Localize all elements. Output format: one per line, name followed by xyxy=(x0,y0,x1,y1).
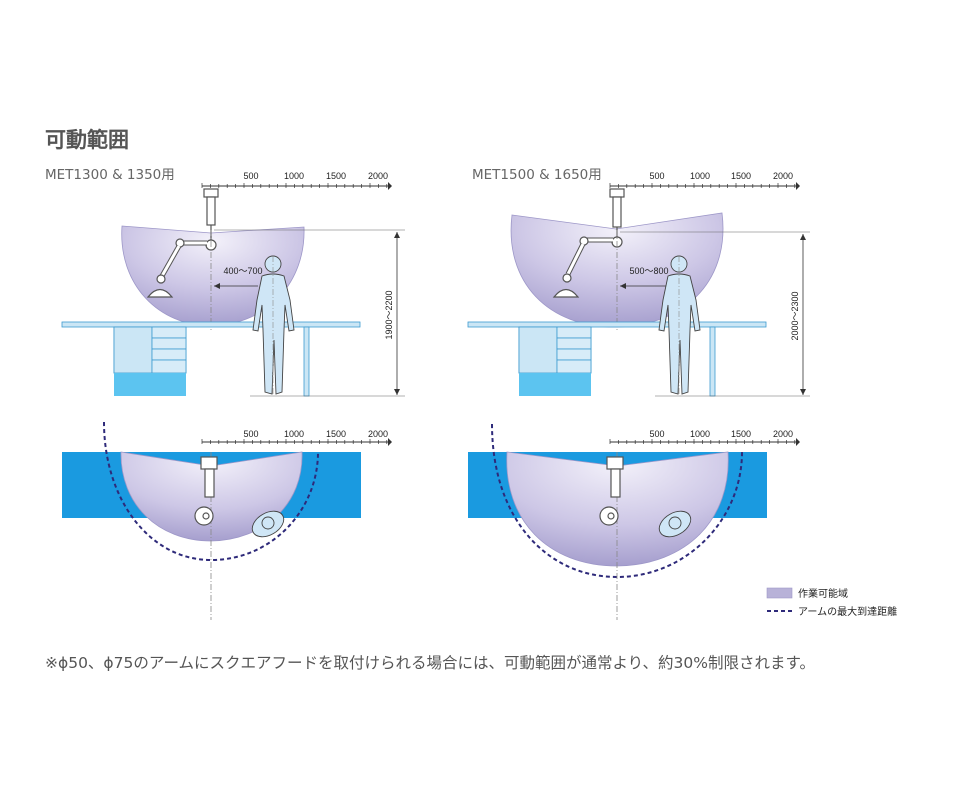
scale-tick-label: 1000 xyxy=(284,429,304,439)
panel-1-plan-view: 500 1000 1500 2000 xyxy=(62,421,392,620)
panel-2-plan-scale-bar: 500 1000 1500 2000 xyxy=(610,429,800,446)
scale-tick-label: 1000 xyxy=(284,171,304,181)
scale-tick-label: 2000 xyxy=(368,429,388,439)
scale-tick-label: 1500 xyxy=(731,171,751,181)
panel-2-arm xyxy=(552,188,625,298)
scale-tick-label: 500 xyxy=(649,429,664,439)
scale-tick-label: 1000 xyxy=(690,171,710,181)
page-title: 可動範囲 xyxy=(45,128,129,152)
scale-tick-label: 2000 xyxy=(773,171,793,181)
panel-1-height-dimension: 1900～2200 xyxy=(214,229,405,397)
panel-1-plan-arm xyxy=(194,456,218,526)
panel-1-model-label: MET1300 & 1350用 xyxy=(45,167,175,183)
legend-work-area-swatch xyxy=(766,587,793,599)
panel-2-desk xyxy=(467,321,767,397)
scale-tick-label: 500 xyxy=(243,171,258,181)
panel-1-reach-dimension: 400～700 xyxy=(214,266,263,289)
panel-1-plan-human xyxy=(251,510,285,538)
footnote: ※ϕ50、ϕ75のアームにスクエアフードを取付けられる場合には、可動範囲が通常よ… xyxy=(45,654,815,672)
scale-tick-label: 1000 xyxy=(690,429,710,439)
height-label: 1900～2200 xyxy=(384,290,394,339)
panel-1-desk xyxy=(61,321,361,397)
scale-tick-label: 1500 xyxy=(326,429,346,439)
panel-1-max-reach-line xyxy=(103,421,319,562)
scale-tick-label: 500 xyxy=(649,171,664,181)
panel-2-plan-human xyxy=(658,510,692,538)
legend: 作業可能域 アームの最大到達距離 xyxy=(766,587,897,618)
reach-label: 400～700 xyxy=(223,266,262,276)
panel-2-scale-bar: 500 1000 1500 2000 xyxy=(610,171,800,190)
panel-2-plan-arm xyxy=(599,456,624,526)
scale-tick-label: 2000 xyxy=(773,429,793,439)
panel-1-arm xyxy=(146,188,219,298)
panel-1-plan-scale-bar: 500 1000 1500 2000 xyxy=(202,429,392,446)
panel-2-height-dimension: 2000～2300 xyxy=(620,231,810,397)
legend-work-area-label: 作業可能域 xyxy=(798,587,848,600)
scale-tick-label: 2000 xyxy=(368,171,388,181)
scale-tick-label: 500 xyxy=(243,429,258,439)
panel-2-max-reach-line xyxy=(491,423,743,579)
scale-tick-label: 1500 xyxy=(326,171,346,181)
panel-2-plan-view: 500 1000 1500 2000 xyxy=(468,423,800,620)
height-label: 2000～2300 xyxy=(790,291,800,340)
panel-2-side-view: 500 1000 1500 2000 500～800 xyxy=(467,171,810,397)
panel-1-scale-bar: 500 1000 1500 2000 xyxy=(202,171,392,190)
panel-2-reach-dimension: 500～800 xyxy=(620,266,669,289)
panel-1-side-view: 500 1000 1500 2000 400～700 xyxy=(61,171,405,397)
reach-label: 500～800 xyxy=(629,266,668,276)
panel-2-model-label: MET1500 & 1650用 xyxy=(472,167,602,183)
legend-max-reach-label: アームの最大到達距離 xyxy=(798,605,897,618)
scale-tick-label: 1500 xyxy=(731,429,751,439)
